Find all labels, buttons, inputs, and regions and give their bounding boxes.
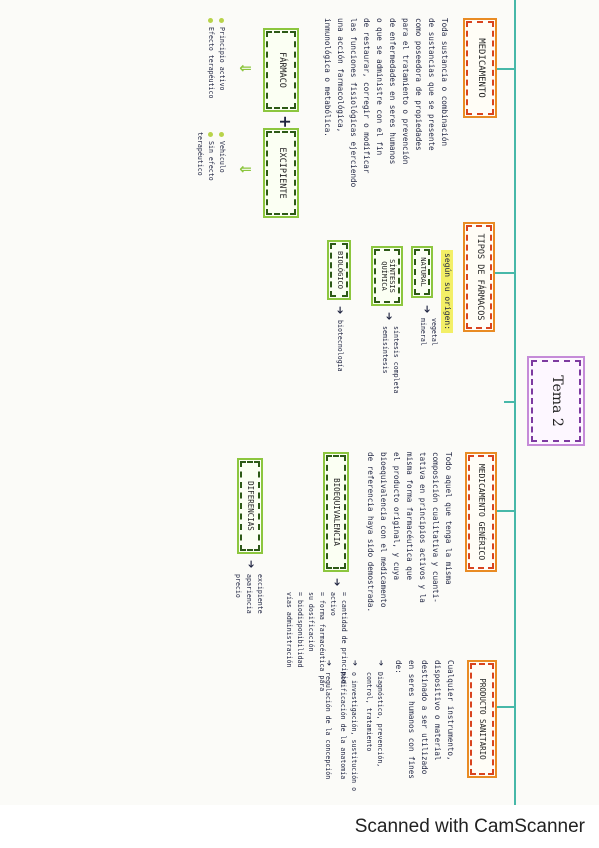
bioequivalencia-box: BIOEQUIVALENCIA bbox=[323, 452, 349, 572]
diferencias-box: DIFERENCIAS bbox=[237, 458, 263, 554]
sanitario-item-text: o investigación, sustitución o modificac… bbox=[339, 672, 358, 792]
arrow-right-icon: ➔ bbox=[349, 660, 360, 667]
tipos-heading: TIPOS DE FÁRMACOS bbox=[463, 222, 495, 332]
biologico-box: BIOLÓGICO bbox=[327, 240, 351, 300]
arrow-down-icon: ⇓ bbox=[236, 62, 254, 75]
sintesis-box: SÍNTESIS QUÍMICA bbox=[371, 246, 403, 306]
sanitario-item-text: Diagnóstico, prevención, control, tratam… bbox=[365, 672, 384, 768]
definition-line: para el tratamiento o prevención bbox=[401, 18, 410, 165]
definition-line: o que se administre con el fin bbox=[375, 18, 384, 156]
arrow-right-icon: ➔ bbox=[334, 306, 345, 315]
arrow-right-icon: ➔ bbox=[331, 578, 342, 587]
medicamento-heading: MEDICAMENTO bbox=[463, 18, 497, 118]
farmaco-points: Principio activo Efecto terapéutico bbox=[205, 18, 227, 128]
farmaco-point: Principio activo bbox=[216, 18, 227, 128]
arrow-down-icon: ⇓ bbox=[236, 163, 254, 176]
arrow-right-icon: ➔ bbox=[375, 660, 386, 667]
generico-heading: MEDICAMENTO GENÉRICO bbox=[465, 452, 497, 572]
sanitario-item: ➔ Diagnóstico, prevención, control, trat… bbox=[363, 660, 386, 800]
definition-line: bioequivalencia con el medicamento bbox=[379, 452, 388, 608]
diferencias-items: excipiente apariencia precio bbox=[232, 574, 265, 664]
definition-line: de referencia haya sido demostrada. bbox=[366, 452, 375, 613]
natural-items: vegetal mineral bbox=[417, 318, 439, 346]
excipiente-point: Sin efecto terapéutico bbox=[194, 132, 216, 212]
definition-line: en seres humanos con fines bbox=[407, 660, 416, 779]
definition-line: misma forma farmacéutica que bbox=[405, 452, 414, 581]
definition-line: inmunológica o metabólica. bbox=[323, 18, 332, 137]
definition-line: de sustancias que se presente bbox=[427, 18, 436, 151]
scanned-concept-map: Tema 2 MEDICAMENTO Toda sustancia o comb… bbox=[0, 0, 599, 805]
sanitario-definition: Cualquier instrumento, dispositivo o mat… bbox=[392, 660, 457, 800]
definition-line: las funciones fisiológicas ejerciendo bbox=[349, 18, 358, 188]
diferencias-item: apariencia bbox=[245, 574, 253, 614]
sanitario-items: ➔ Diagnóstico, prevención, control, trat… bbox=[322, 660, 386, 800]
arrow-right-icon: ➔ bbox=[323, 660, 334, 667]
biologico-item: biotecnología bbox=[336, 320, 344, 372]
natural-item: vegetal bbox=[430, 318, 438, 346]
plus-sign: + bbox=[276, 115, 295, 129]
excipiente-points: Vehículo Sin efecto terapéutico bbox=[194, 132, 227, 232]
definition-line: tativa en principios activos y la bbox=[418, 452, 427, 603]
connector-tema bbox=[504, 401, 516, 403]
sintesis-item: síntesis completa bbox=[392, 326, 400, 394]
title-box: Tema 2 bbox=[527, 356, 585, 446]
definition-line: el producto original, y cuya bbox=[392, 452, 401, 581]
arrow-right-icon: ➔ bbox=[421, 305, 432, 314]
definition-line: dispositivo o material bbox=[433, 660, 442, 761]
farmaco-point: Efecto terapéutico bbox=[205, 18, 216, 128]
definition-line: de: bbox=[394, 660, 403, 674]
sintesis-item: semisíntesis bbox=[381, 326, 389, 374]
medicamento-definition: Toda sustancia o combinación de sustanci… bbox=[321, 18, 451, 228]
arrow-right-icon: ➔ bbox=[245, 560, 256, 569]
farmaco-box: FÁRMACO bbox=[263, 28, 299, 112]
sanitario-item: ➔ o investigación, sustitución o modific… bbox=[337, 660, 360, 800]
excipiente-point: Vehículo bbox=[216, 132, 227, 232]
arrow-right-icon: ➔ bbox=[383, 312, 394, 321]
excipiente-box: EXCIPIENTE bbox=[263, 128, 299, 218]
natural-box: NATURAL bbox=[411, 246, 433, 298]
definition-line: Toda sustancia o combinación bbox=[440, 18, 449, 147]
sanitario-item: ➔ regulación de la concepción bbox=[322, 660, 334, 800]
bioequivalencia-item: vías administración bbox=[285, 592, 293, 668]
definition-line: de enfermedades en seres humanos bbox=[388, 18, 397, 165]
segun-origen-label: según su origen: bbox=[441, 250, 453, 334]
definition-line: una acción farmacológica, bbox=[336, 18, 345, 133]
diferencias-item: precio bbox=[234, 574, 242, 598]
rotated-landscape-sheet: Tema 2 MEDICAMENTO Toda sustancia o comb… bbox=[0, 0, 599, 805]
definition-line: como poseedora de propiedades bbox=[414, 18, 423, 151]
sintesis-items: síntesis completa semisíntesis bbox=[379, 326, 401, 406]
camscanner-footer: Scanned with CamScanner bbox=[0, 805, 599, 848]
definition-line: destinado a ser utilizado bbox=[420, 660, 429, 775]
bioequivalencia-item: = biodisponibilidad bbox=[296, 592, 304, 668]
sanitario-item-text: regulación de la concepción bbox=[324, 672, 332, 780]
definition-line: Cualquier instrumento, bbox=[446, 660, 455, 761]
generico-definition: Todo aquel que tenga la misma composició… bbox=[364, 452, 455, 672]
diferencias-item: excipiente bbox=[256, 574, 264, 614]
definition-line: de restaurar, corregir o modificar bbox=[362, 18, 371, 174]
sanitario-heading: PRODUCTO SANITARIO bbox=[467, 660, 497, 778]
definition-line: Todo aquel que tenga la misma bbox=[444, 452, 453, 585]
footer-text: Scanned with CamScanner bbox=[354, 815, 585, 837]
natural-item: mineral bbox=[419, 318, 427, 346]
definition-line: composición cualitativa y cuanti- bbox=[431, 452, 440, 603]
